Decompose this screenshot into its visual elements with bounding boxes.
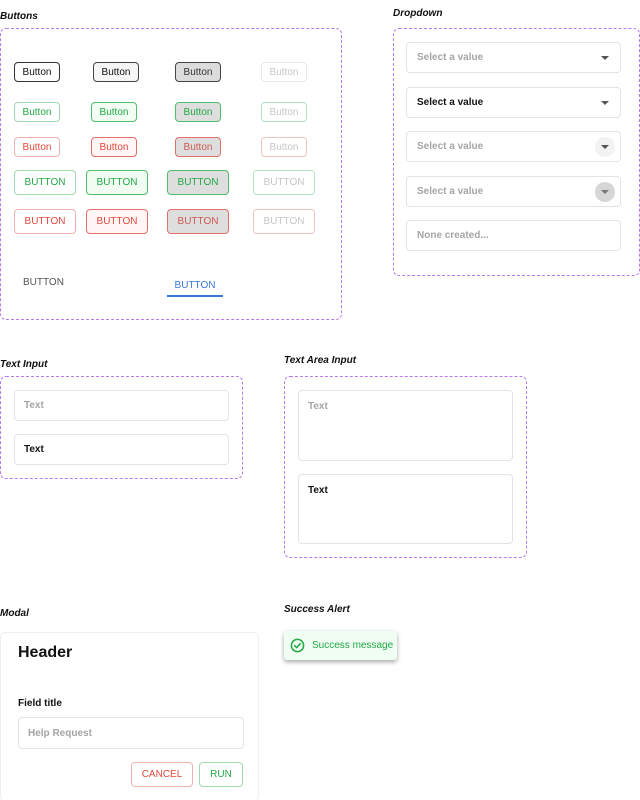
text-input-section-title: Text Input [0, 359, 48, 370]
chevron-down-icon [595, 181, 615, 202]
red-button-active[interactable]: Button [175, 137, 221, 157]
modal-dialog: Header Field title Help Request CANCEL R… [0, 632, 259, 800]
alert-message: Success message [312, 640, 394, 651]
neutral-button-disabled[interactable]: Button [261, 62, 307, 82]
buttons-section-title: Buttons [0, 11, 38, 22]
neutral-button-active[interactable]: Button [175, 62, 221, 82]
red-large-button-default[interactable]: BUTTON [14, 209, 76, 234]
red-button-hover[interactable]: Button [91, 137, 137, 157]
text-area-section-title: Text Area Input [284, 355, 357, 366]
text-area-empty[interactable]: Text [298, 390, 513, 461]
green-button-active[interactable]: Button [175, 102, 221, 122]
green-button-hover[interactable]: Button [91, 102, 137, 122]
chevron-down-icon [595, 93, 615, 113]
text-area-container [284, 376, 527, 558]
green-large-button-hover[interactable]: BUTTON [86, 170, 148, 195]
green-button-default[interactable]: Button [14, 102, 60, 122]
dropdown-active[interactable]: Select a value [406, 176, 621, 207]
dropdown-section-title: Dropdown [393, 8, 443, 19]
text-input-empty[interactable]: Text [14, 390, 229, 421]
help-request-input[interactable]: Help Request [18, 717, 244, 749]
green-large-button-default[interactable]: BUTTON [14, 170, 76, 195]
text-area-filled[interactable]: Text [298, 474, 513, 544]
dropdown-label: Select a value [417, 141, 484, 152]
red-button-disabled[interactable]: Button [261, 137, 307, 157]
text-button[interactable]: BUTTON [23, 277, 64, 288]
green-button-disabled[interactable]: Button [261, 102, 307, 122]
dropdown-label: Select a value [417, 52, 484, 63]
dropdown-label: None created... [417, 230, 489, 241]
chevron-down-icon [595, 136, 615, 157]
neutral-button-default[interactable]: Button [14, 62, 60, 82]
green-large-button-disabled[interactable]: BUTTON [253, 170, 315, 195]
neutral-button-hover[interactable]: Button [93, 62, 139, 82]
red-button-default[interactable]: Button [14, 137, 60, 157]
dropdown-placeholder[interactable]: Select a value [406, 42, 621, 73]
dropdown-hover[interactable]: Select a value [406, 131, 621, 162]
red-large-button-active[interactable]: BUTTON [167, 209, 229, 234]
run-button[interactable]: RUN [199, 762, 243, 787]
modal-section-title: Modal [0, 608, 29, 619]
dropdown-selected[interactable]: Select a value [406, 87, 621, 118]
success-alert: Success message [284, 631, 397, 660]
chevron-down-icon [595, 48, 615, 68]
red-large-button-hover[interactable]: BUTTON [86, 209, 148, 234]
success-alert-section-title: Success Alert [284, 604, 350, 615]
cancel-button[interactable]: CANCEL [131, 762, 193, 787]
tab-link-button-selected[interactable]: BUTTON [167, 280, 223, 297]
modal-header: Header [18, 644, 73, 661]
text-input-container [0, 376, 243, 479]
check-circle-icon [290, 638, 305, 653]
buttons-container [0, 28, 342, 320]
text-input-filled[interactable]: Text [14, 434, 229, 465]
dropdown-label: Select a value [417, 186, 484, 197]
red-large-button-disabled[interactable]: BUTTON [253, 209, 315, 234]
green-large-button-active[interactable]: BUTTON [167, 170, 229, 195]
field-title: Field title [18, 698, 62, 709]
dropdown-label: Select a value [417, 97, 484, 108]
dropdown-empty[interactable]: None created... [406, 220, 621, 251]
